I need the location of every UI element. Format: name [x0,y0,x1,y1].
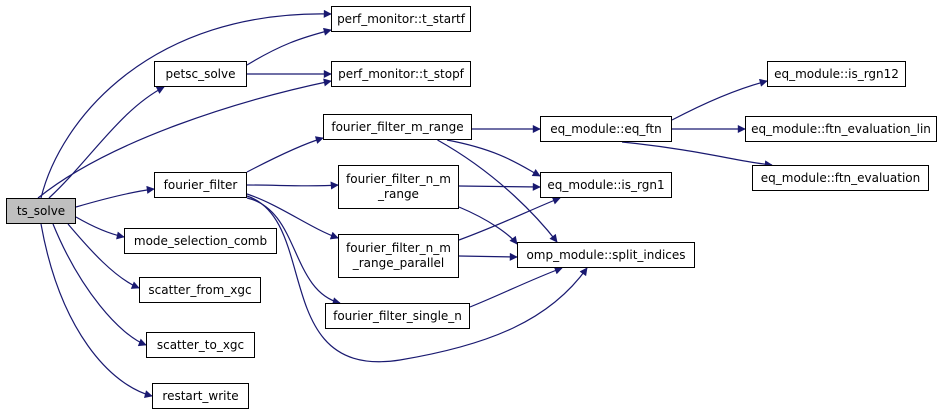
edge-fourier-filter-to-split-indices [246,195,588,363]
node-fourier-filter-single-n[interactable]: fourier_filter_single_n [325,303,470,329]
node-perf-monitor-t-stopf[interactable]: perf_monitor::t_stopf [331,61,471,87]
edge-petsc-solve-to-t-startf [246,27,332,66]
node-label: eq_module::ftn_evaluation_lin [751,121,931,136]
edge-fourier-filter-to-ff-n-m-range-parallel [246,193,339,240]
node-petsc-solve[interactable]: petsc_solve [154,61,247,87]
node-label: fourier_filter_m_range [331,119,464,134]
node-label: scatter_from_xgc [148,282,252,297]
node-label: eq_module::is_rgn12 [774,66,899,81]
node-label: omp_module::split_indices [526,247,686,262]
node-ts-solve: ts_solve [6,198,76,224]
node-perf-monitor-t-startf[interactable]: perf_monitor::t_startf [331,6,471,32]
edge-eq-ftn-to-is-rgn12 [671,78,768,121]
edge-ts-solve-to-scatter-from-xgc [67,223,140,289]
node-label: mode_selection_comb [133,233,268,248]
edge-ts-solve-to-restart-write [40,223,153,399]
node-label: fourier_filter_n_m [346,172,451,186]
node-label: fourier_filter_n_m [346,241,451,255]
edge-ff-m-range-to-is-rgn1 [446,139,541,177]
edge-ts-solve-to-fourier-filter [75,185,155,208]
edge-fourier-filter-to-ff-n-m-range [246,181,339,190]
edge-ff-n-m-range-to-is-rgn1 [458,182,541,191]
node-eq-module-ftn-evaluation-lin[interactable]: eq_module::ftn_evaluation_lin [745,116,937,142]
edge-eq-ftn-to-ftn-evaluation [621,141,773,169]
node-scatter-to-xgc[interactable]: scatter_to_xgc [146,332,255,358]
node-label: ts_solve [16,203,66,218]
node-label: fourier_filter_single_n [333,308,462,323]
node-label: eq_module::is_rgn1 [547,177,665,192]
node-label: eq_module::eq_ftn [550,121,662,136]
edge-ff-n-m-range-parallel-to-split-indices [458,252,518,261]
node-label: petsc_solve [165,66,236,81]
edge-ff-single-n-to-split-indices [469,266,563,308]
edge-ff-n-m-range-to-split-indices [458,206,518,245]
node-fourier-filter-n-m-range-parallel[interactable]: fourier_filter_n_m_range_parallel [338,234,459,278]
node-scatter-from-xgc[interactable]: scatter_from_xgc [139,277,261,303]
edge-ff-m-range-to-split-indices [437,139,558,243]
node-label: scatter_to_xgc [156,337,245,352]
edge-ff-n-m-range-parallel-to-is-rgn1 [458,196,561,241]
node-eq-module-is-rgn12[interactable]: eq_module::is_rgn12 [767,61,906,87]
node-label: restart_write [162,388,239,403]
node-label: perf_monitor::t_startf [337,11,465,26]
edge-ts-solve-to-t-startf [40,9,332,199]
node-label: _range_parallel [352,256,445,270]
node-label: perf_monitor::t_stopf [338,66,464,81]
edge-ts-solve-to-mode-selection-comb [75,216,125,240]
edge-ts-solve-to-petsc-solve [48,86,165,199]
node-fourier-filter-n-m-range[interactable]: fourier_filter_n_m_range [338,165,459,209]
node-omp-module-split-indices[interactable]: omp_module::split_indices [517,242,695,268]
node-fourier-filter-m-range[interactable]: fourier_filter_m_range [323,114,472,140]
node-restart-write[interactable]: restart_write [152,383,249,409]
node-eq-module-is-rgn1[interactable]: eq_module::is_rgn1 [540,172,672,198]
node-fourier-filter[interactable]: fourier_filter [154,172,247,198]
edge-ts-solve-to-scatter-to-xgc [52,223,147,347]
node-label: _range [378,187,419,201]
edge-fourier-filter-to-ff-m-range [246,136,324,173]
node-label: eq_module::ftn_evaluation [760,170,921,185]
node-eq-module-ftn-evaluation[interactable]: eq_module::ftn_evaluation [752,165,929,191]
node-eq-module-eq-ftn[interactable]: eq_module::eq_ftn [540,116,672,142]
edge-ts-solve-to-t-stopf [37,78,332,199]
node-label: fourier_filter [163,177,238,192]
node-mode-selection-comb[interactable]: mode_selection_comb [124,228,277,254]
